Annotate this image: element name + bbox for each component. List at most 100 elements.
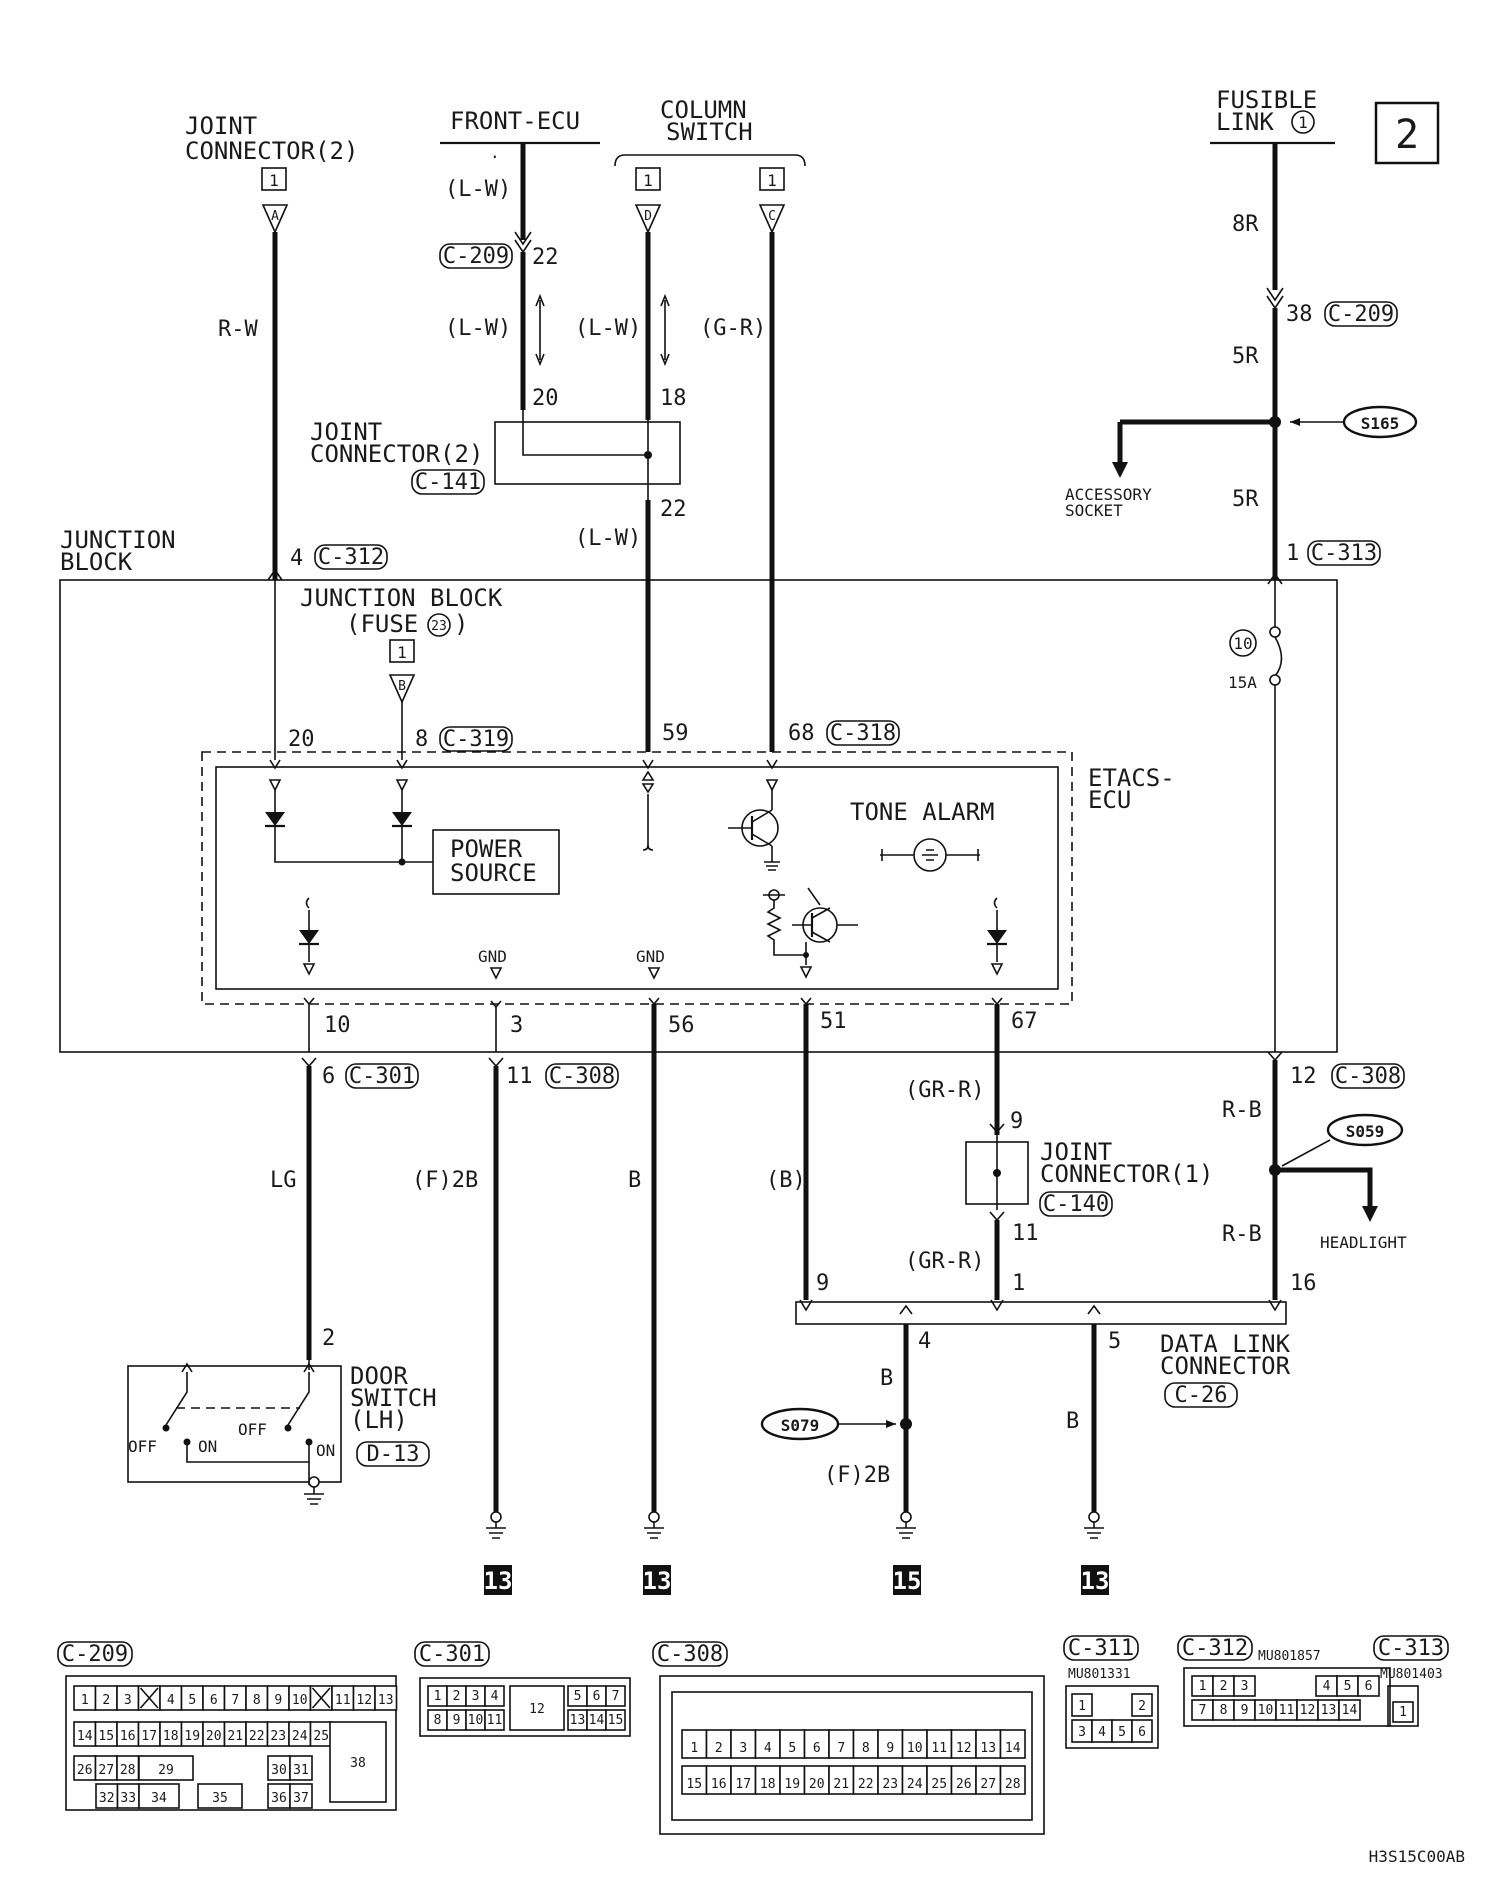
gnd-2-label: GND <box>636 947 665 966</box>
c308-pin <box>999 1729 1026 1759</box>
c308-pin <box>779 1765 806 1795</box>
pin-number: 22 <box>858 1777 874 1792</box>
pin-number: 13 <box>1321 1703 1337 1718</box>
pin-1-c313: 1 <box>1286 541 1299 566</box>
box-one-c <box>759 167 785 191</box>
output-terminal-10 <box>302 963 316 976</box>
svg-text:JUNCTION: JUNCTION <box>60 526 176 554</box>
c308-pin <box>705 1729 732 1759</box>
pin-number: 2 <box>1220 1679 1228 1694</box>
c308-pin <box>877 1765 904 1795</box>
fuse-bottom-terminal <box>1269 674 1281 686</box>
s059-badge <box>1326 1113 1404 1147</box>
c308-pin <box>926 1765 953 1795</box>
svg-text:JOINT: JOINT <box>185 112 257 140</box>
tone-alarm-label: TONE ALARM <box>850 798 995 826</box>
data-link-connector-body <box>795 1301 1287 1325</box>
pin-16-dlc: 16 <box>1290 1271 1317 1296</box>
c141-ref-label: C-141 <box>415 470 481 495</box>
pin-number: 17 <box>735 1777 751 1792</box>
c209-pin <box>374 1685 398 1711</box>
arrow-rw-up <box>267 568 283 581</box>
wire-b-label-1: B <box>628 1168 641 1193</box>
connector-view-title-box <box>1177 1635 1253 1661</box>
pin-6-c301: 6 <box>322 1064 335 1089</box>
pin-68-c318: 68 <box>788 721 815 746</box>
svg-text:BLOCK: BLOCK <box>60 548 133 576</box>
c301-pin <box>605 1709 626 1731</box>
s165-badge <box>1342 405 1418 439</box>
pin-number: 36 <box>271 1791 287 1806</box>
connector-view-title: C-301 <box>419 1642 485 1667</box>
c313-pin <box>1392 1701 1414 1723</box>
pin-number: 4 <box>491 1689 499 1704</box>
pin-number: 26 <box>956 1777 972 1792</box>
pin-number: 15 <box>686 1777 702 1792</box>
pin-51: 51 <box>820 1009 847 1034</box>
c308-ref-a-label: C-308 <box>549 1064 615 1089</box>
door-switch-contacts <box>165 1372 310 1426</box>
etacs-dashed-outline <box>201 751 1073 1005</box>
pin-number: 27 <box>98 1763 114 1778</box>
wire-headlight <box>1275 1167 1373 1210</box>
pin-number: 21 <box>833 1777 849 1792</box>
c319-ref <box>439 726 513 752</box>
pin-number: 5 <box>788 1741 796 1756</box>
pin-20-jc2: 20 <box>532 386 559 411</box>
terminal-b-label: B <box>398 679 406 694</box>
pin-number: 7 <box>1199 1703 1207 1718</box>
fusible-link-num: 1 <box>1298 113 1308 132</box>
dot-mark: . <box>490 143 500 162</box>
wire-5r-label-2: 5R <box>1232 487 1259 512</box>
pin-number: 10 <box>468 1713 484 1728</box>
s059-label: S059 <box>1346 1122 1385 1141</box>
page-number-box <box>1374 101 1440 165</box>
pin-number: 1 <box>1399 1705 1407 1720</box>
door-switch-box <box>127 1365 342 1483</box>
box-one-a <box>261 167 287 191</box>
diode-4-icon <box>987 930 1007 944</box>
arrow-rb <box>1267 1051 1283 1062</box>
fuse-amp-label: 15A <box>1228 673 1257 692</box>
transistor-2-link <box>773 942 807 956</box>
diode-2-icon <box>392 812 412 826</box>
c311-pin <box>1131 1693 1153 1717</box>
pin-number: 4 <box>764 1741 772 1756</box>
c209-pin-large <box>329 1721 387 1803</box>
c308-pin <box>999 1765 1026 1795</box>
terminal-c-inner <box>765 779 779 792</box>
fuse-10-circle <box>1229 629 1257 657</box>
pin-2-door: 2 <box>322 1326 335 1351</box>
pin-3-c308: 3 <box>510 1013 523 1038</box>
pin-number: 13 <box>378 1693 394 1708</box>
pin-12-c308: 12 <box>1290 1064 1317 1089</box>
pin-number: 3 <box>124 1693 132 1708</box>
d13-ref-label: D-13 <box>367 1442 420 1467</box>
pin-number: 28 <box>120 1763 136 1778</box>
arrow-lg <box>301 1057 317 1068</box>
pin-number: 2 <box>102 1693 110 1708</box>
pin-number: 6 <box>813 1741 821 1756</box>
pin-18-jc2: 18 <box>660 386 687 411</box>
resistor-icon <box>766 900 782 948</box>
d13-ref <box>356 1441 430 1467</box>
pin-number: 12 <box>956 1741 972 1756</box>
c308-pin <box>926 1729 953 1759</box>
transistor-ground-icon <box>764 861 780 871</box>
c313-part: MU801403 <box>1380 1667 1443 1682</box>
c301-pin <box>509 1685 565 1731</box>
connector-view-title: C-312 <box>1182 1636 1248 1661</box>
connector-view-title-box <box>414 1641 490 1667</box>
wire-grr-label-1: (GR-R) <box>905 1078 984 1103</box>
svg-text:JUNCTION BLOCK: JUNCTION BLOCK <box>300 584 503 612</box>
power-source-box <box>432 829 560 895</box>
pin-number: 23 <box>270 1729 286 1744</box>
c313-body <box>1387 1685 1419 1727</box>
fuse-top-terminal <box>1269 626 1281 638</box>
pin-number: 24 <box>292 1729 308 1744</box>
power-source-label: POWER SOURCE <box>450 835 537 887</box>
pin-number: 25 <box>313 1729 329 1744</box>
c313-ref <box>1307 540 1381 566</box>
c301-body <box>419 1677 631 1737</box>
